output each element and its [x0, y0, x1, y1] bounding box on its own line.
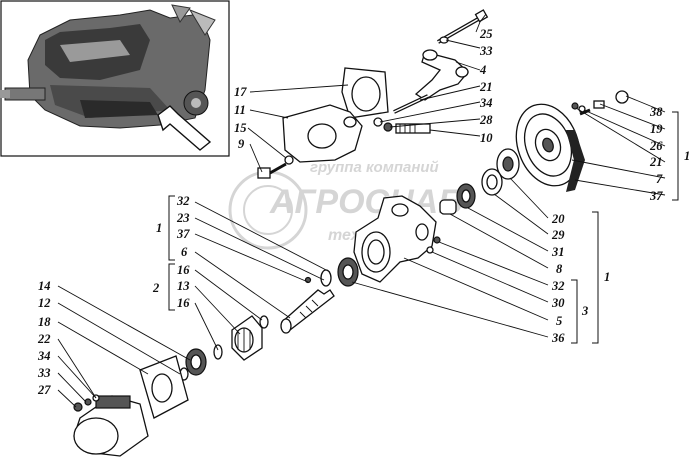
seal-29 — [481, 168, 503, 196]
engine-inset — [0, 0, 230, 157]
label-19: 19 — [650, 122, 663, 136]
washer-33b — [84, 398, 92, 406]
label-6: 6 — [181, 245, 188, 259]
label-25: 25 — [479, 27, 493, 41]
label-16a: 16 — [177, 263, 190, 277]
bearing-36 — [337, 257, 359, 287]
label-28: 28 — [479, 113, 493, 127]
bolt-21 — [393, 94, 429, 114]
label-27: 27 — [37, 383, 51, 397]
label-18: 18 — [38, 315, 51, 329]
label-34: 34 — [479, 96, 493, 110]
gasket-17 — [341, 67, 389, 119]
plug-32 — [433, 236, 441, 244]
label-17: 17 — [234, 85, 247, 99]
label-37: 37 — [649, 189, 663, 203]
label-4: 4 — [479, 63, 486, 77]
pulley-7 — [515, 103, 585, 192]
label-16b: 16 — [177, 296, 190, 310]
tensioner-arm-4 — [414, 49, 469, 101]
label-11: 11 — [234, 103, 246, 117]
spacer-8 — [439, 199, 457, 215]
label-30: 30 — [551, 296, 565, 310]
bolt-19 — [579, 100, 605, 116]
bolt-9 — [257, 162, 287, 179]
label-13: 13 — [177, 279, 190, 293]
nut-21 — [571, 102, 579, 110]
snap-ring-16b — [213, 344, 223, 360]
label-26: 26 — [649, 139, 663, 153]
label-31: 31 — [551, 245, 565, 259]
washer-38 — [615, 90, 629, 104]
label-15: 15 — [234, 121, 247, 135]
label-33b: 33 — [37, 366, 51, 380]
label-14: 14 — [38, 279, 51, 293]
callout-labels: 25 33 4 21 34 28 10 17 11 15 9 38 19 26 … — [37, 27, 690, 397]
pin-10 — [395, 123, 431, 134]
label-22: 22 — [37, 332, 51, 346]
bracket-11 — [282, 104, 363, 163]
washer-30 — [426, 246, 434, 254]
label-12: 12 — [38, 296, 51, 310]
label-32b: 32 — [176, 194, 190, 208]
label-9: 9 — [238, 137, 245, 151]
label-23: 23 — [176, 211, 190, 225]
label-21: 21 — [479, 80, 493, 94]
watermark-line2: АГРОСНАБ — [269, 183, 462, 221]
ring-23 — [320, 269, 332, 287]
shaft-6 — [280, 289, 335, 334]
bearing-31 — [456, 183, 476, 209]
label-8: 8 — [556, 262, 563, 276]
bearing-14 — [185, 348, 207, 376]
label-21b: 21 — [649, 155, 663, 169]
label-7: 7 — [656, 172, 663, 186]
housing-5 — [353, 195, 437, 283]
label-1-left: 1 — [156, 221, 162, 235]
washer-26 — [578, 105, 586, 113]
washer-15 — [284, 155, 294, 165]
label-1-right: 1 — [604, 270, 610, 284]
hub-20 — [496, 148, 520, 180]
watermark: группа компаний АГРОСНАБ техсервис — [228, 159, 462, 250]
bearing-13 — [231, 315, 263, 361]
label-10: 10 — [480, 131, 493, 145]
gasket-18 — [139, 355, 189, 419]
label-34b: 34 — [37, 349, 51, 363]
label-2: 2 — [152, 281, 159, 295]
label-29: 29 — [551, 228, 565, 242]
label-33: 33 — [479, 44, 493, 58]
washer-33 — [439, 36, 449, 44]
leader-lines — [57, 13, 666, 408]
label-32: 32 — [551, 279, 565, 293]
snap-ring-16a — [259, 315, 269, 329]
label-20: 20 — [551, 212, 565, 226]
label-36: 36 — [551, 331, 565, 345]
watermark-line1: группа компаний — [310, 159, 439, 176]
brackets — [168, 111, 679, 344]
nut-27 — [73, 402, 83, 412]
cover-22 — [73, 395, 149, 457]
label-38: 38 — [649, 105, 663, 119]
label-37b: 37 — [176, 227, 190, 241]
label-1-top: 1 — [684, 149, 690, 163]
label-3: 3 — [581, 304, 588, 318]
label-5: 5 — [556, 314, 562, 328]
